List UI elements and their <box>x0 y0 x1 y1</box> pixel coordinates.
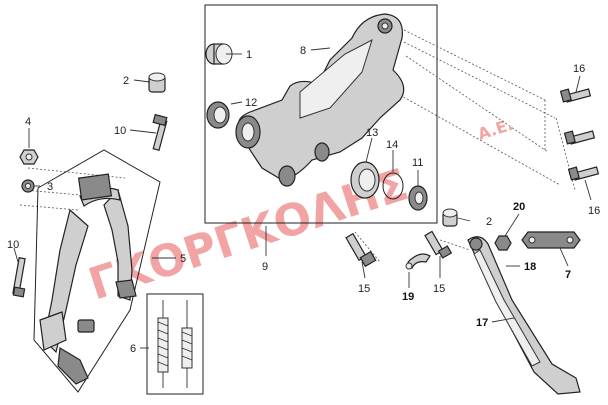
leader-lines <box>13 47 592 349</box>
pivot-bolt-upper-part <box>152 113 168 152</box>
engine-mount-group-box <box>204 4 438 224</box>
pivot-bolt-lower-part <box>12 257 26 298</box>
callout-5: 5 <box>180 253 186 265</box>
callout-2-lower: 2 <box>486 216 492 228</box>
callout-10-lower: 10 <box>7 239 19 251</box>
callout-18: 18 <box>524 261 536 273</box>
spacer-part-lower <box>442 208 458 227</box>
engine-bracket-part <box>235 13 405 187</box>
callout-19: 19 <box>402 291 414 303</box>
callout-2-upper: 2 <box>123 75 129 87</box>
callout-4: 4 <box>25 116 31 128</box>
bushing-part <box>205 43 233 65</box>
return-springs-part <box>146 293 204 395</box>
callout-3: 3 <box>47 181 53 193</box>
bearing-set-parts <box>350 161 428 211</box>
callout-6: 6 <box>130 343 136 355</box>
callout-1: 1 <box>246 49 252 61</box>
bolt-part-center <box>345 232 377 268</box>
side-stand-nut-part <box>494 235 512 251</box>
pin-part <box>405 253 431 270</box>
callout-17: 17 <box>476 317 488 329</box>
springs-box <box>146 293 204 395</box>
callout-15-right: 15 <box>433 283 445 295</box>
washer-part <box>21 179 35 193</box>
nut-part <box>19 149 39 165</box>
seal-ring-part <box>206 101 230 129</box>
callout-20: 20 <box>513 201 525 213</box>
callout-12: 12 <box>245 97 257 109</box>
callout-11: 11 <box>412 157 423 169</box>
spacer-part-upper <box>148 72 166 93</box>
callout-10-upper: 10 <box>114 125 126 137</box>
callout-13: 13 <box>366 127 378 139</box>
side-stand-part <box>467 236 581 395</box>
bolt-part-right <box>424 230 453 259</box>
callout-16-lower: 16 <box>588 205 600 217</box>
callout-14: 14 <box>386 139 398 151</box>
callout-7: 7 <box>565 269 571 281</box>
main-stand-part <box>33 149 161 393</box>
mounting-bolts-part <box>559 88 600 181</box>
side-stand-bracket-part <box>521 231 581 249</box>
watermark-suffix: A.E. <box>475 115 515 144</box>
callout-9: 9 <box>262 261 268 273</box>
callout-15-center: 15 <box>358 283 370 295</box>
callout-8: 8 <box>300 45 306 57</box>
callout-16-upper: 16 <box>573 63 585 75</box>
